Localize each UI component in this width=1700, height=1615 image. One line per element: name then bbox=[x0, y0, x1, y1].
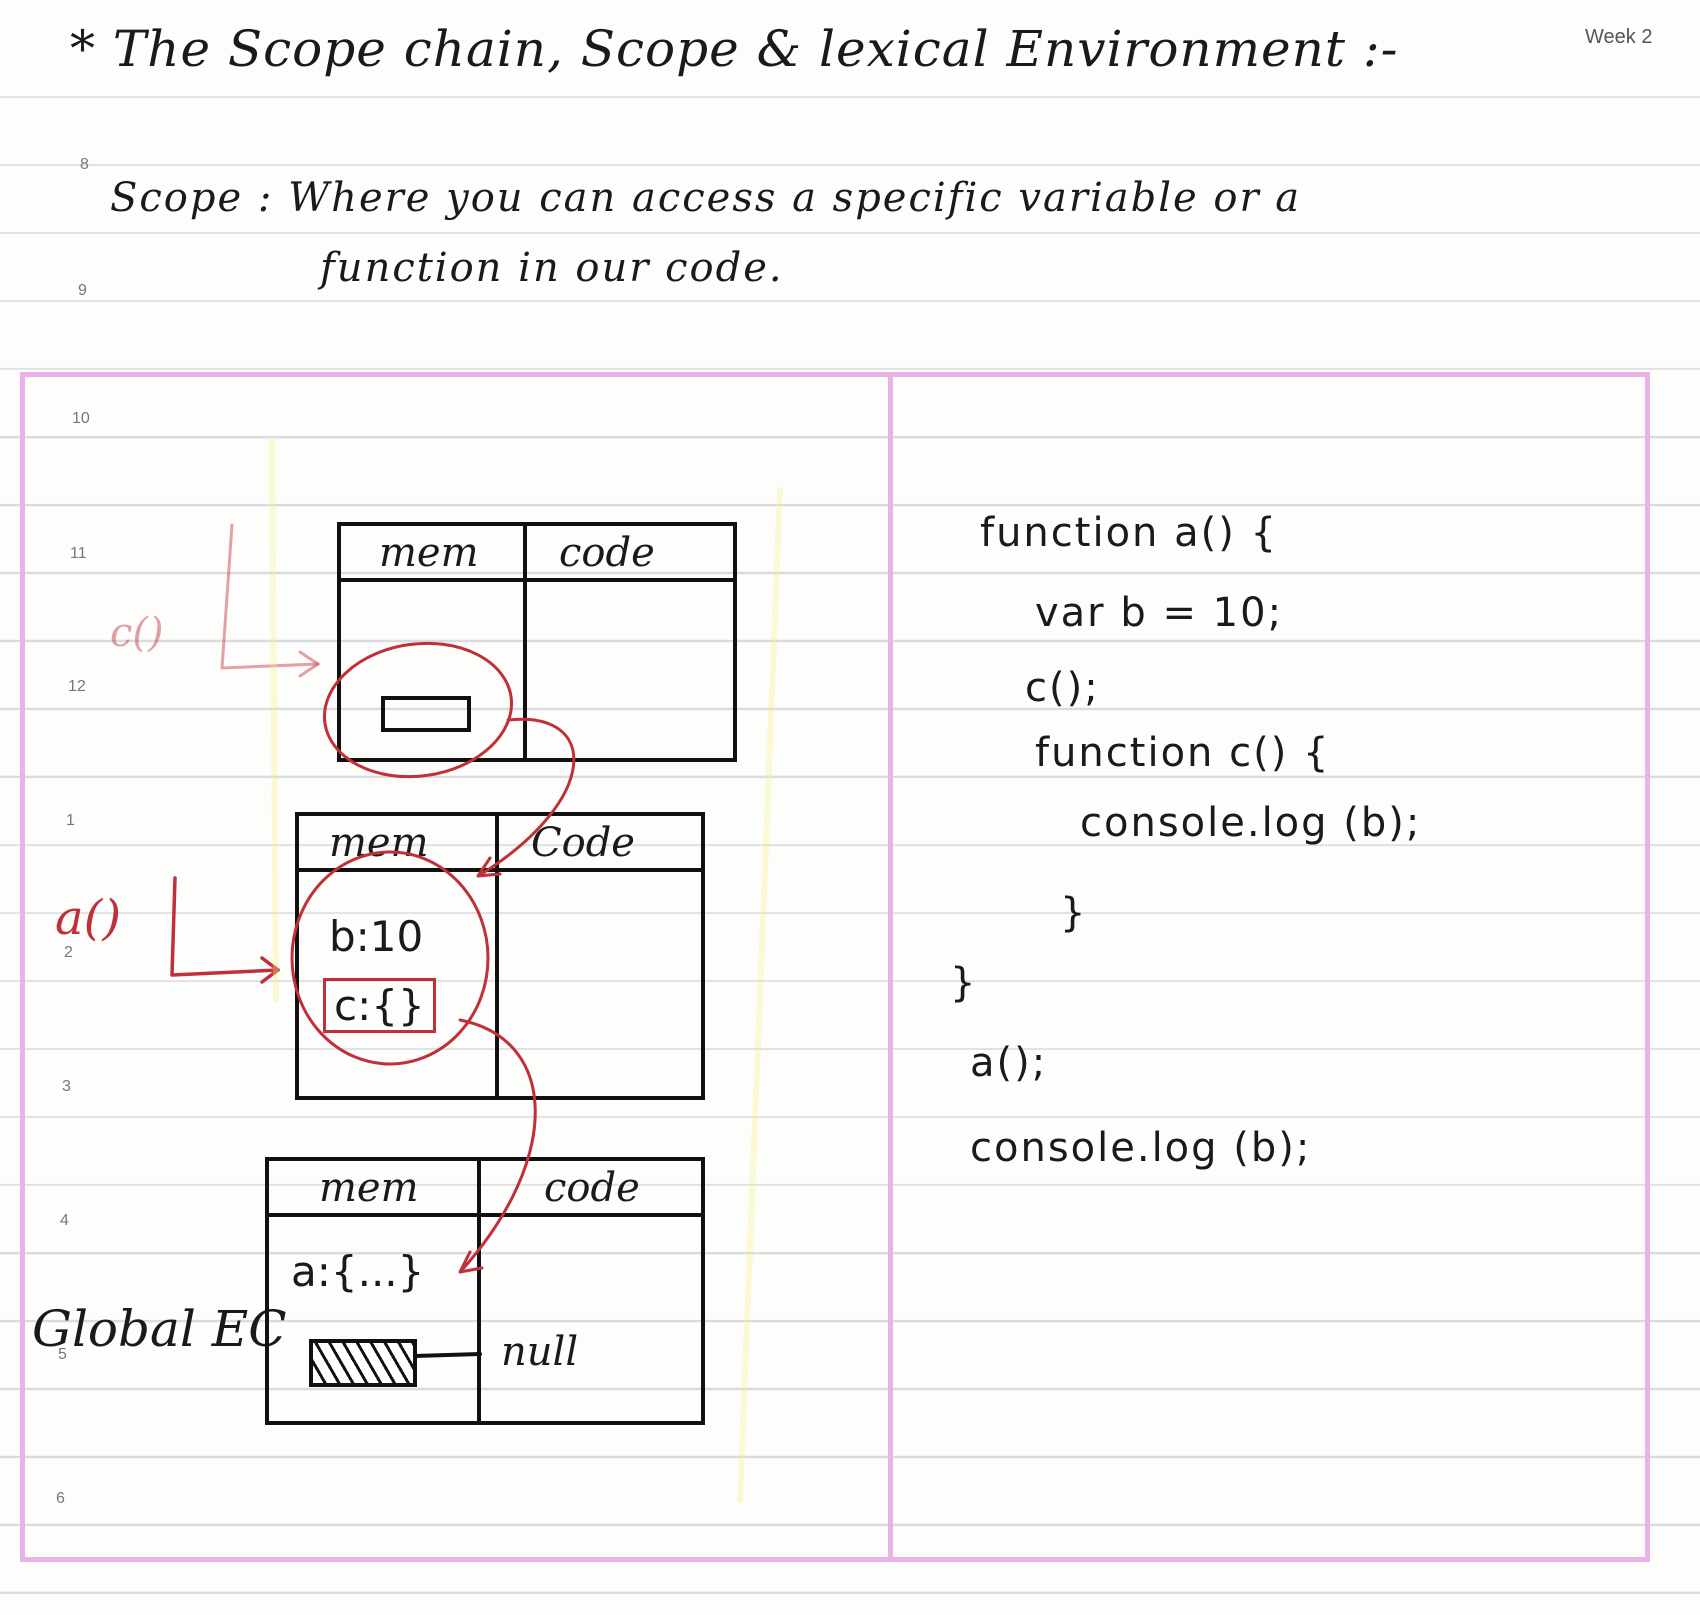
code-header: Code bbox=[531, 820, 635, 866]
context-header bbox=[341, 526, 733, 582]
execution-context-c: mem code bbox=[337, 522, 737, 762]
code-header: code bbox=[559, 530, 655, 576]
context-label-a: a() bbox=[55, 890, 122, 946]
context-label-c: c() bbox=[110, 610, 164, 656]
margin-number: 12 bbox=[68, 678, 86, 695]
arrow-head-icon bbox=[260, 956, 280, 984]
context-divider bbox=[477, 1161, 481, 1421]
execution-context-a: mem Code b:10 c:{} bbox=[295, 812, 705, 1100]
parent-ref-null: null bbox=[501, 1329, 579, 1375]
scope-chain-arrow-c-to-a bbox=[478, 717, 576, 877]
memory-entry: c:{} bbox=[323, 978, 436, 1033]
context-header bbox=[269, 1161, 701, 1217]
memory-entry: a:{...} bbox=[291, 1247, 425, 1296]
margin-number: 9 bbox=[78, 282, 87, 299]
definition-line-1: Scope : Where you can access a specific … bbox=[110, 175, 1302, 221]
definition-line-2: function in our code. bbox=[320, 245, 784, 291]
margin-number: 10 bbox=[72, 410, 90, 427]
margin-number: 5 bbox=[58, 1346, 67, 1363]
code-line: function a() { bbox=[980, 510, 1278, 556]
scope-chain-arrow-a-to-global bbox=[458, 1018, 537, 1272]
margin-number: 11 bbox=[70, 545, 87, 562]
margin-number: 2 bbox=[64, 944, 73, 961]
page-title: * The Scope chain, Scope & lexical Envir… bbox=[70, 20, 1399, 78]
arrow-head-icon bbox=[298, 650, 320, 678]
week-tag: Week 2 bbox=[1585, 26, 1653, 48]
memory-highlight-ellipse bbox=[290, 850, 490, 1066]
context-divider bbox=[523, 526, 527, 758]
code-header: code bbox=[544, 1165, 640, 1211]
code-line: c(); bbox=[1025, 665, 1100, 711]
lexical-env-pointer-box bbox=[309, 1339, 417, 1387]
frame-divider bbox=[888, 376, 893, 1558]
title-text: * The Scope chain, Scope & lexical Envir… bbox=[70, 20, 1399, 78]
arrow-head-icon bbox=[458, 1250, 484, 1274]
code-line: console.log (b); bbox=[1080, 800, 1422, 846]
diagram-frame bbox=[20, 372, 1650, 1562]
margin-number: 3 bbox=[62, 1078, 71, 1095]
margin-number: 4 bbox=[60, 1212, 69, 1229]
code-line: function c() { bbox=[1035, 730, 1331, 776]
margin-number: 6 bbox=[56, 1490, 65, 1507]
lexical-env-pointer-box bbox=[381, 696, 471, 732]
memory-header: mem bbox=[329, 820, 429, 866]
memory-header: mem bbox=[379, 530, 479, 576]
code-line: var b = 10; bbox=[1035, 590, 1284, 636]
arrow-to-null bbox=[413, 1352, 482, 1358]
arrow-head-icon bbox=[476, 856, 502, 878]
margin-number: 1 bbox=[66, 812, 75, 829]
highlighter-stroke bbox=[269, 437, 279, 1003]
context-label-global: Global EC bbox=[32, 1300, 287, 1358]
context-header bbox=[299, 816, 701, 872]
margin-number: 8 bbox=[80, 156, 89, 173]
code-line: a(); bbox=[970, 1040, 1048, 1086]
arrow-to-a-context bbox=[170, 876, 280, 977]
memory-header: mem bbox=[319, 1165, 419, 1211]
code-line: } bbox=[1060, 890, 1088, 936]
pointer-highlight-ellipse bbox=[322, 641, 514, 779]
code-line: console.log (b); bbox=[970, 1125, 1312, 1171]
memory-entry: b:10 bbox=[329, 912, 424, 961]
arrow-to-c-context bbox=[220, 523, 320, 670]
code-line: } bbox=[950, 960, 978, 1006]
context-divider bbox=[495, 816, 499, 1096]
highlighter-stroke bbox=[737, 487, 783, 1503]
global-execution-context: mem code a:{...} null bbox=[265, 1157, 705, 1425]
